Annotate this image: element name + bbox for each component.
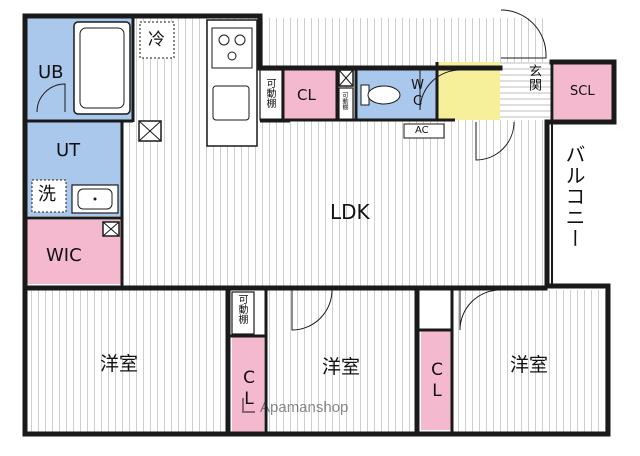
label-ub: UB [38,62,64,83]
washbasin-drain [93,197,97,201]
label-wash: 洗 [38,184,56,205]
ac-box [403,123,445,139]
fridge-box [139,21,175,59]
burner [218,34,230,46]
burner [227,51,237,61]
closet-top-area [283,70,337,120]
closet-right-area [421,330,452,430]
label-ut: UT [56,140,81,161]
stove [211,27,253,69]
label-fridge: 冷 [148,30,165,50]
label-ldk: LDK [330,200,370,224]
apamanshop-logo-icon [242,398,255,413]
label-room-mid: 洋室 [322,356,361,378]
kitchen-sink [212,85,250,121]
watermark-text: Apamanshop [260,399,349,416]
genkan-step-area [500,62,552,120]
pipe-shaft-x [102,221,120,237]
interior-walls [25,16,554,434]
label-scl: SCL [570,84,595,99]
balcony-area [552,124,608,286]
label-cl-right: CL [427,360,447,402]
pipe-shaft-x [138,120,162,142]
shelf-box-mid [231,291,255,335]
label-genkan: 玄関 [526,64,541,92]
ub-door [36,83,66,113]
label-cl-top: CL [297,86,316,104]
room-right-floor [454,290,606,433]
windows [60,320,609,434]
label-balcony: バルコニー [562,144,586,249]
room-mid-floor [266,290,418,433]
label-room-right: 洋室 [510,354,549,376]
label-wic: WIC [46,245,82,266]
label-cl-mid: CL [239,368,259,410]
label-wc: WC [410,78,425,110]
label-shelf-mid: 可動棚 [236,294,247,324]
closet-mid-area [232,336,264,432]
toilet-bowl [367,85,401,105]
label-shelf-top: 可動棚 [264,78,275,108]
room-left-floor [27,290,225,433]
bathtub-inner [79,27,125,109]
washer-box [31,179,67,213]
label-room-left: 洋室 [100,353,139,375]
entrance-area [437,62,520,120]
scl-area [554,62,612,120]
label-ac: AC [415,125,429,136]
door-swings [260,9,547,331]
burner [234,34,246,46]
label-shelf-small: 可動棚 [341,92,348,110]
pipe-shaft-x [338,69,354,87]
watermark: Apamanshop [242,398,348,416]
